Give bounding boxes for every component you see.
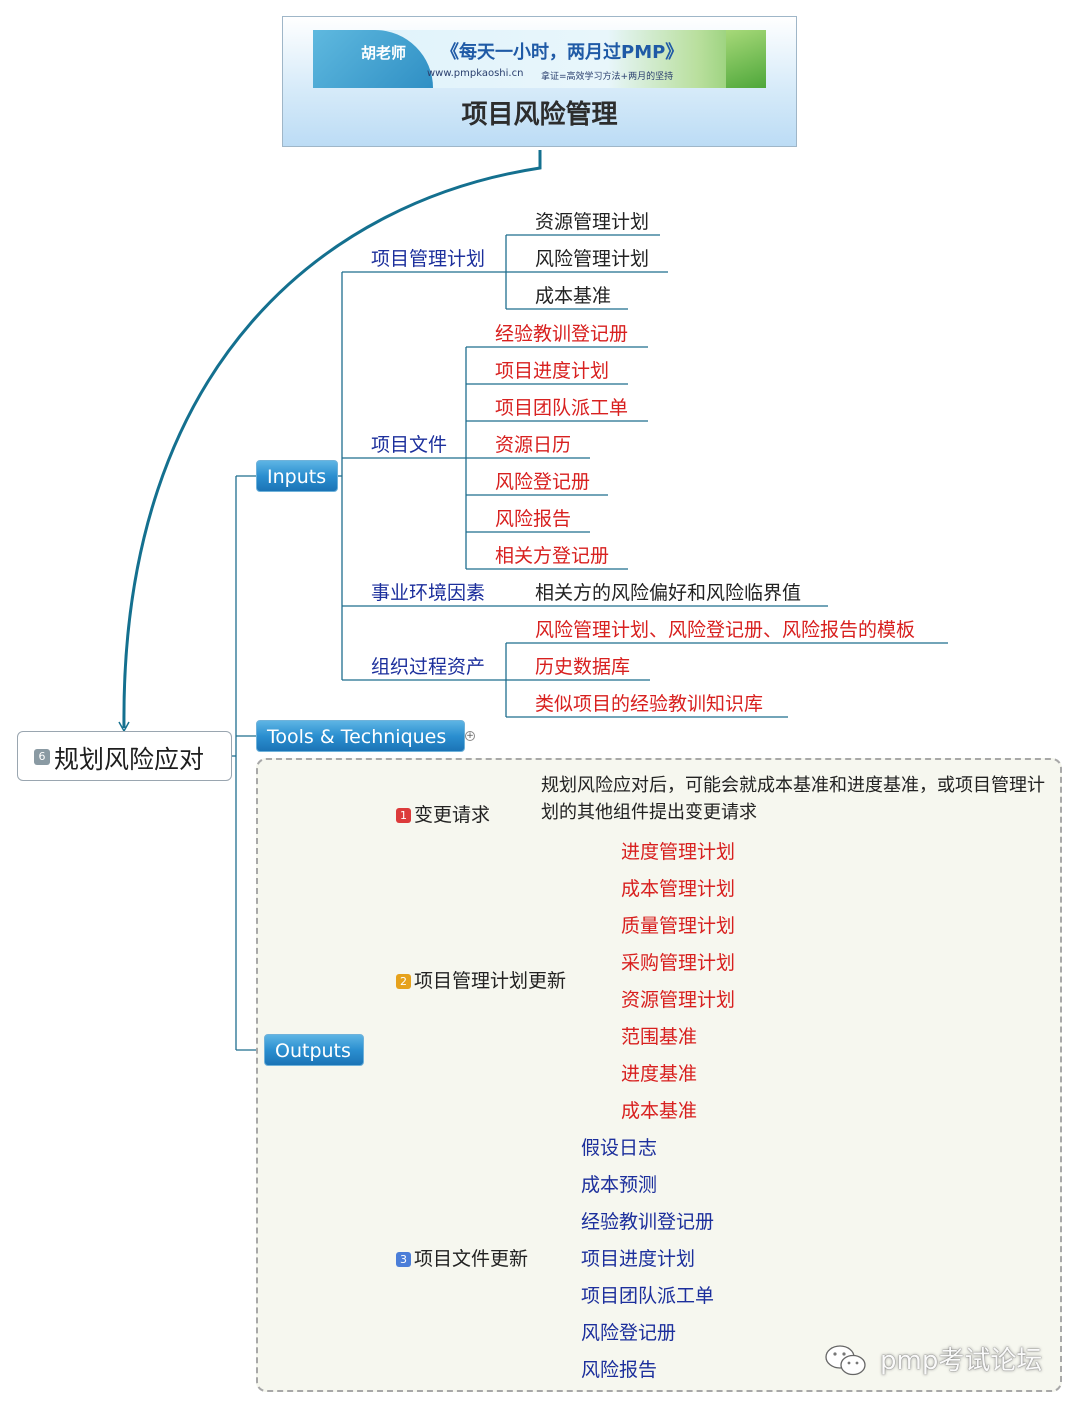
branch-tools-techniques[interactable]: Tools & Techniques — [256, 720, 465, 752]
expand-toggle-icon[interactable]: + — [465, 731, 475, 741]
output-item[interactable]: 成本管理计划 — [621, 878, 736, 900]
input-item[interactable]: 项目进度计划 — [495, 360, 610, 382]
input-item[interactable]: 相关方的风险偏好和风险临界值 — [535, 582, 802, 604]
change-request-note[interactable]: 规划风险应对后，可能会就成本基准和进度基准，或项目管理计划的其他组件提出变更请求 — [541, 775, 1045, 823]
output-item[interactable]: 采购管理计划 — [621, 952, 736, 974]
input-item[interactable]: 风险管理计划、风险登记册、风险报告的模板 — [535, 619, 916, 641]
input-item[interactable]: 资源管理计划 — [535, 211, 650, 233]
output-item[interactable]: 范围基准 — [621, 1026, 698, 1048]
output-item[interactable]: 进度基准 — [621, 1063, 698, 1085]
input-item[interactable]: 相关方登记册 — [495, 545, 610, 567]
priority-1-icon: 1 — [396, 808, 411, 823]
input-group-label[interactable]: 事业环境因素 — [371, 582, 486, 604]
output-group-label: 项目文件更新 — [414, 1248, 529, 1270]
input-item[interactable]: 风险登记册 — [495, 471, 591, 493]
banner-slogan: 《每天一小时，两月过PMP》 — [441, 42, 684, 63]
wechat-icon — [825, 1345, 866, 1376]
input-item[interactable]: 成本基准 — [535, 285, 612, 307]
input-item[interactable]: 风险管理计划 — [535, 248, 650, 270]
output-item[interactable]: 成本预测 — [581, 1174, 658, 1196]
output-item[interactable]: 项目团队派工单 — [581, 1285, 715, 1307]
grass-graphic — [726, 30, 766, 88]
priority-3-icon: 3 — [396, 1252, 411, 1267]
output-item[interactable]: 风险报告 — [581, 1359, 658, 1381]
input-group-label[interactable]: 组织过程资产 — [371, 656, 486, 678]
input-item[interactable]: 资源日历 — [495, 434, 572, 456]
output-item[interactable]: 进度管理计划 — [621, 841, 736, 863]
input-item[interactable]: 历史数据库 — [535, 656, 631, 678]
banner-badge: 胡老师 — [361, 44, 407, 62]
input-group-label[interactable]: 项目文件 — [371, 434, 448, 456]
banner-tagline: 拿证=高效学习方法+两月的坚持 — [541, 72, 674, 82]
input-item[interactable]: 项目团队派工单 — [495, 397, 629, 419]
output-item[interactable]: 项目进度计划 — [581, 1248, 696, 1270]
page-title: 项目风险管理 — [461, 100, 618, 130]
priority-2-icon: 2 — [396, 974, 411, 989]
banner-url: www.pmpkaoshi.cn — [427, 68, 524, 79]
output-item[interactable]: 成本基准 — [621, 1100, 698, 1122]
output-item[interactable]: 资源管理计划 — [621, 989, 736, 1011]
output-item[interactable]: 风险登记册 — [581, 1322, 677, 1344]
central-topic[interactable]: 6 规划风险应对 — [17, 731, 232, 781]
branch-inputs[interactable]: Inputs — [256, 460, 338, 492]
banner-image: 胡老师 《每天一小时，两月过PMP》 www.pmpkaoshi.cn 拿证=高… — [313, 30, 766, 88]
input-item[interactable]: 类似项目的经验教训知识库 — [535, 693, 764, 715]
input-item[interactable]: 风险报告 — [495, 508, 572, 530]
topic-number-badge: 6 — [34, 749, 50, 765]
input-group-label[interactable]: 项目管理计划 — [371, 248, 486, 270]
output-item[interactable]: 经验教训登记册 — [581, 1211, 715, 1233]
central-topic-label: 规划风险应对 — [54, 745, 205, 774]
outputs-boundary — [256, 758, 1062, 1392]
watermark-text: pmp考试论坛 — [880, 1346, 1043, 1376]
branch-outputs[interactable]: Outputs — [264, 1034, 364, 1066]
output-group-label: 项目管理计划更新 — [414, 970, 567, 992]
output-item[interactable]: 质量管理计划 — [621, 915, 736, 937]
input-item[interactable]: 经验教训登记册 — [495, 323, 629, 345]
output-group-label: 变更请求 — [414, 804, 491, 826]
output-item[interactable]: 假设日志 — [581, 1137, 658, 1159]
